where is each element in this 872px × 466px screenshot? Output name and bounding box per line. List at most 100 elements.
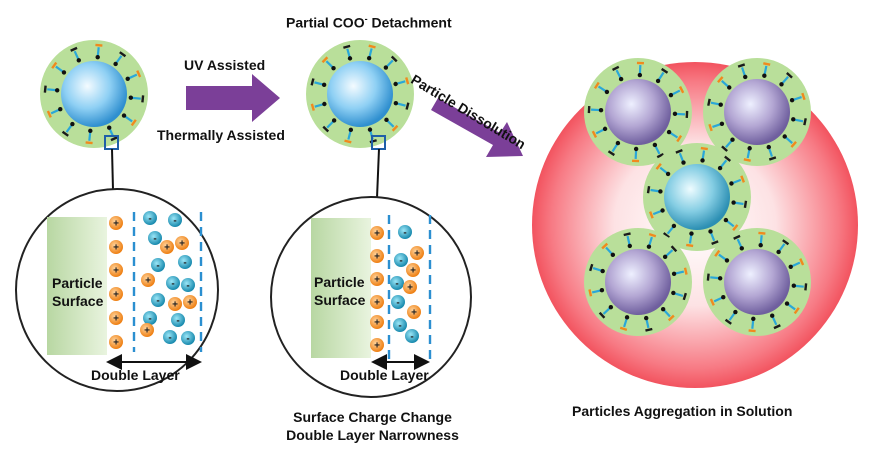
ion-body xyxy=(175,236,189,250)
ion-body xyxy=(405,329,419,343)
anion-ion: - xyxy=(163,330,177,344)
inset-2-contents: ++++++-+-+-+-+-- xyxy=(311,215,432,370)
ligand-anchor xyxy=(791,117,796,122)
cation-ion: + xyxy=(370,272,384,286)
cation-ion: + xyxy=(160,240,174,254)
ion-sign: + xyxy=(144,326,150,337)
ligand-head xyxy=(773,324,781,330)
ligand-head xyxy=(405,77,410,85)
ligand-head xyxy=(95,43,103,47)
ligand-head xyxy=(130,119,137,127)
anion-ion: - xyxy=(148,231,162,245)
ion-body xyxy=(141,273,155,287)
ion-body xyxy=(143,311,157,325)
ion-body xyxy=(370,338,384,352)
ion-sign: + xyxy=(410,266,416,277)
ligand-head xyxy=(790,141,797,148)
anion-ion: - xyxy=(166,276,180,290)
particle-core xyxy=(724,249,790,315)
ligand-head xyxy=(758,231,766,235)
ligand-head xyxy=(675,148,683,154)
ion-body xyxy=(370,272,384,286)
ion-body xyxy=(406,263,420,277)
ligand-head xyxy=(588,289,593,297)
ligand-head xyxy=(801,92,806,101)
ion-sign: + xyxy=(113,314,119,325)
ion-sign: + xyxy=(113,266,119,277)
cation-ion: + xyxy=(370,338,384,352)
ion-body xyxy=(140,323,154,337)
ligand-head xyxy=(645,327,653,332)
particle-surface-label-2a: Particle xyxy=(314,274,365,290)
ligand-head xyxy=(611,65,620,72)
ion-body xyxy=(109,287,123,301)
ligand-anchor xyxy=(383,65,389,70)
ligand-anchor xyxy=(646,244,652,249)
ligand-anchor xyxy=(723,217,729,223)
cation-ion: + xyxy=(370,295,384,309)
ligand-head xyxy=(676,134,683,143)
ion-sign: + xyxy=(374,318,380,329)
ligand-anchor xyxy=(393,100,399,106)
ligand-head xyxy=(682,292,687,301)
ion-body xyxy=(148,231,162,245)
ligand-anchor xyxy=(789,98,795,103)
uv-assisted-label: UV Assisted xyxy=(184,57,266,73)
ion-body xyxy=(394,253,408,267)
ion-sign: - xyxy=(410,332,413,343)
cation-ion: + xyxy=(109,216,123,230)
ligand-anchor xyxy=(671,223,677,229)
ion-sign: + xyxy=(172,300,178,311)
ligand-head xyxy=(589,263,594,272)
ion-body xyxy=(166,276,180,290)
ligand-anchor xyxy=(610,252,616,258)
ligand-head xyxy=(655,162,662,170)
ion-body xyxy=(109,311,123,325)
ligand-anchor xyxy=(784,301,790,306)
anion-ion: - xyxy=(394,253,408,267)
ligand-anchor xyxy=(113,61,118,67)
ligand-head xyxy=(670,245,678,253)
ligand-head xyxy=(61,130,69,137)
ion-body xyxy=(151,293,165,307)
ion-body xyxy=(109,216,123,230)
cation-ion: + xyxy=(370,249,384,263)
cation-ion: + xyxy=(168,297,182,311)
ligand-anchor xyxy=(637,72,643,78)
ligand-head xyxy=(721,145,728,152)
ion-sign: - xyxy=(396,298,399,309)
ligand-anchor xyxy=(633,146,639,152)
ligand-anchor xyxy=(602,126,608,132)
ligand-anchor xyxy=(61,70,67,75)
ligand-anchor xyxy=(627,243,632,249)
ion-body xyxy=(370,249,384,263)
particle-surface-label-2b: Surface xyxy=(314,292,366,308)
ligand-anchor xyxy=(604,89,610,95)
ligand-anchor xyxy=(662,254,668,260)
ligand-anchor xyxy=(743,74,748,80)
ion-sign: + xyxy=(187,298,193,309)
ligand-anchor xyxy=(747,146,752,151)
ligand-anchor xyxy=(58,107,63,112)
ligand-anchor xyxy=(331,65,336,71)
ligand-head xyxy=(803,118,807,126)
ligand-head xyxy=(748,329,756,333)
ligand-head xyxy=(737,63,746,68)
ligand-anchor xyxy=(655,78,661,84)
ligand-head xyxy=(656,152,665,159)
ligand-head xyxy=(623,232,631,237)
ligand-head xyxy=(110,136,118,142)
ligand-head xyxy=(51,61,58,69)
diagonal-arrow-icon xyxy=(431,98,523,157)
cation-ion: + xyxy=(183,295,197,309)
anion-ion: - xyxy=(143,211,157,225)
ion-sign: - xyxy=(148,314,151,325)
ligand-head xyxy=(405,102,410,110)
ion-sign: - xyxy=(156,296,159,307)
inset-1-contents: ++++++---++--+---++--+-- xyxy=(47,211,203,370)
ligand-anchor xyxy=(107,125,112,130)
ligand-head xyxy=(591,130,598,139)
ion-body xyxy=(393,318,407,332)
ligand-anchor xyxy=(665,171,671,177)
